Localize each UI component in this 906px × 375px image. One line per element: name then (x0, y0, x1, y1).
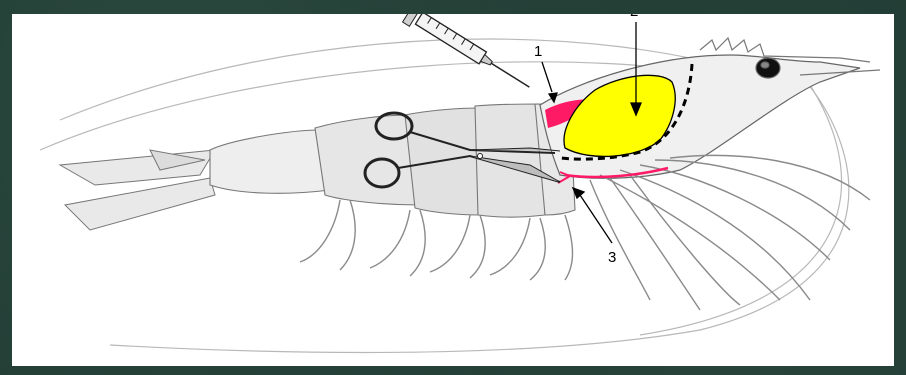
syringe-icon (378, 14, 536, 97)
callout-1-label: 1 (534, 43, 542, 60)
walking-legs (590, 155, 870, 310)
shrimp-dissection-diagram: 1 2 3 (12, 14, 894, 366)
illustration-panel: 1 2 3 (12, 14, 894, 366)
callout-3-label: 3 (608, 249, 616, 266)
callout-2-label: 2 (630, 14, 638, 20)
tail-fan (60, 150, 215, 230)
eye (756, 58, 780, 78)
callout-1-arrow (542, 62, 552, 92)
